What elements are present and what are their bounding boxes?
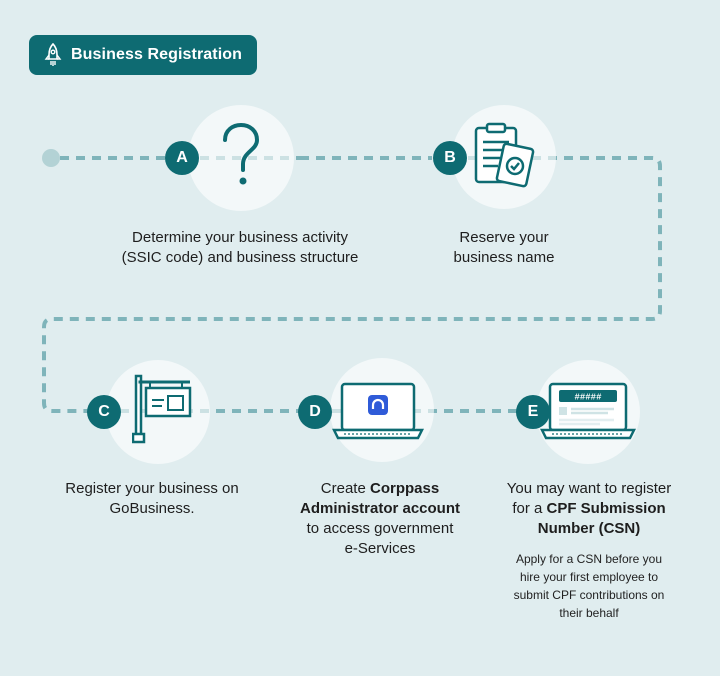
step-e-letter: E [527,403,539,420]
step-b-line2: business name [453,249,555,266]
laptop-password-icon: ##### [540,382,636,440]
business-registration-badge: Business Registration [29,35,257,75]
step-d-letter: D [309,403,321,420]
step-e-note-line3: submit CPF contributions on [513,588,665,602]
step-c-line1: Register your business on [65,480,239,497]
step-a-circle-bg [188,105,294,211]
step-e-line3-bold: Number (CSN) [537,520,641,537]
laptop-corppass-icon [332,382,424,440]
step-e-line2-pre: for a [512,500,547,517]
step-a-marker: A [165,141,199,175]
signboard-icon [132,374,192,444]
step-d-line3: to access government [306,520,454,537]
start-dot [42,149,60,167]
step-d-marker: D [298,395,332,429]
step-e-note: Apply for a CSN before you hire your fir… [478,550,700,622]
step-c-marker: C [87,395,121,429]
password-screen-text: ##### [574,393,602,403]
step-d-text: Create Corppass Administrator account to… [270,479,490,559]
step-e-line2-bold: CPF Submission [546,500,666,517]
step-b-marker: B [433,141,467,175]
step-e-note-line4: their behalf [559,606,619,620]
step-e-note-line2: hire your first employee to [519,570,659,584]
step-e-line1: You may want to register [506,480,672,497]
step-c-letter: C [98,403,110,420]
step-d-line2-bold: Administrator account [299,500,461,517]
step-a-line1: Determine your business activity [132,229,348,246]
step-d-line1-pre: Create [320,480,370,497]
step-a-letter: A [176,149,188,166]
step-b-text: Reserve your business name [404,228,604,268]
badge-title: Business Registration [71,46,243,63]
step-d-line1-bold: Corppass [370,480,440,497]
step-a-line2: (SSIC code) and business structure [121,249,359,266]
step-b-line1: Reserve your [459,229,549,246]
step-e-text: You may want to register for a CPF Submi… [478,479,700,539]
step-e-note-line1: Apply for a CSN before you [515,552,663,566]
rocket-icon [44,43,62,66]
question-mark-icon [223,122,260,185]
clipboard-check-icon [474,122,535,188]
step-a-text: Determine your business activity (SSIC c… [90,228,390,268]
step-c-line2: GoBusiness. [109,500,195,517]
step-e-marker: E [516,395,550,429]
step-c-text: Register your business on GoBusiness. [42,479,262,519]
step-d-line4: e-Services [344,540,416,557]
step-b-letter: B [444,149,456,166]
